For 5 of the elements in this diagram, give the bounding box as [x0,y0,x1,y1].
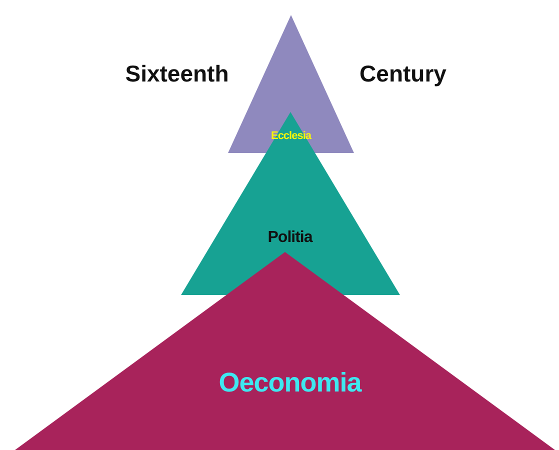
layer-label: Politia [268,229,312,247]
layer-label: Ecclesia [270,130,312,142]
heading-word: Sixteenth [125,60,229,88]
heading-word: Century [360,60,446,88]
layer-label: Oeconomia [218,368,362,398]
